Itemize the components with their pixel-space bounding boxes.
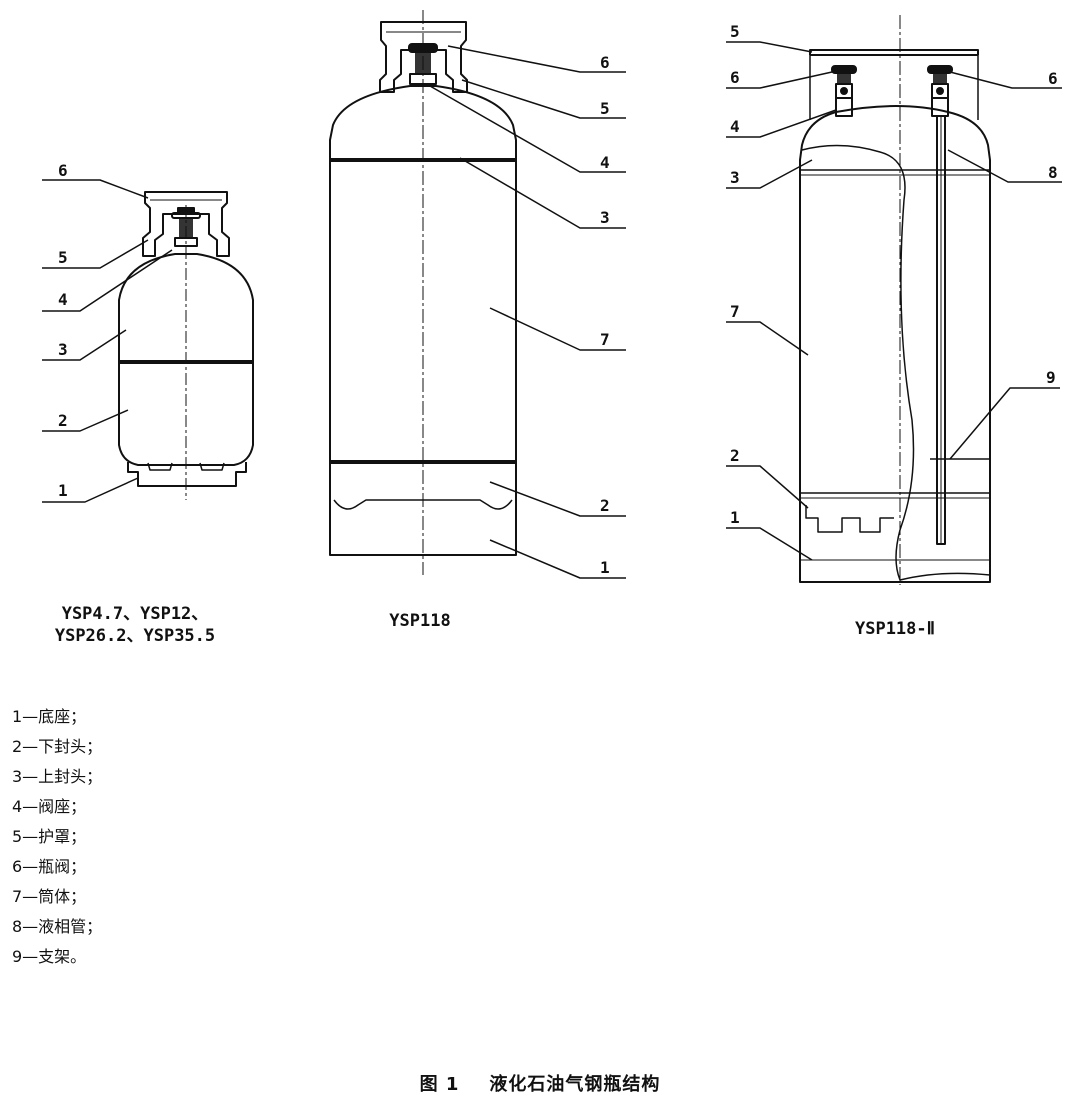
cylinder-small <box>42 179 254 503</box>
legend-item: 1—底座； <box>12 707 87 726</box>
model-caption-small: YSP4.7、YSP12、 YSP26.2、YSP35.5 <box>40 603 230 647</box>
figure-caption: 图 1 液化石油气钢瓶结构 <box>0 1070 1080 1096</box>
callout-c-4: 4 <box>730 117 740 136</box>
callout-a-1: 1 <box>58 481 68 500</box>
callout-b-7: 7 <box>600 330 610 349</box>
model-caption-ysp118: YSP118 <box>350 610 490 632</box>
callout-b-5: 5 <box>600 99 610 118</box>
cylinder-ysp118 <box>329 10 626 579</box>
callout-c-9: 9 <box>1046 368 1056 387</box>
cylinder-ysp118-ii <box>726 15 1062 585</box>
legend-item: 5—护罩； <box>12 827 87 846</box>
legend-item: 2—下封头； <box>12 737 103 756</box>
callout-c-8: 8 <box>1048 163 1058 182</box>
callout-b-4: 4 <box>600 153 610 172</box>
figure-title: 液化石油气钢瓶结构 <box>489 1074 661 1095</box>
callout-c-7: 7 <box>730 302 740 321</box>
callout-c-5: 5 <box>730 22 740 41</box>
legend-item: 3—上封头； <box>12 767 103 786</box>
model-caption-small-line-1: YSP4.7、YSP12、 <box>61 604 209 624</box>
callout-a-6: 6 <box>58 161 68 180</box>
callout-b-3: 3 <box>600 208 610 227</box>
callout-b-2: 2 <box>600 496 610 515</box>
callout-c-1: 1 <box>730 508 740 527</box>
callout-b-1: 1 <box>600 558 610 577</box>
legend-item: 6—瓶阀； <box>12 857 87 876</box>
callout-b-6: 6 <box>600 53 610 72</box>
parts-legend: 1—底座； 2—下封头； 3—上封头； 4—阀座； 5—护罩； 6—瓶阀； 7—… <box>12 706 102 976</box>
model-caption-small-line-2: YSP26.2、YSP35.5 <box>54 626 216 646</box>
model-caption-ysp118-ii-line-1: YSP118-Ⅱ <box>854 619 935 639</box>
callout-a-2: 2 <box>58 411 68 430</box>
legend-item: 9—支架。 <box>12 947 87 966</box>
model-caption-ysp118-ii: YSP118-Ⅱ <box>820 618 970 640</box>
model-caption-ysp118-line-1: YSP118 <box>389 611 451 631</box>
callout-a-4: 4 <box>58 290 68 309</box>
figure-number: 图 1 <box>419 1074 460 1095</box>
legend-item: 7—筒体； <box>12 887 87 906</box>
callout-c-3: 3 <box>730 168 740 187</box>
callout-c-6-right: 6 <box>1048 69 1058 88</box>
callout-a-5: 5 <box>58 248 68 267</box>
callout-c-2: 2 <box>730 446 740 465</box>
callout-c-6-left: 6 <box>730 68 740 87</box>
legend-item: 4—阀座； <box>12 797 87 816</box>
legend-item: 8—液相管； <box>12 917 103 936</box>
callout-a-3: 3 <box>58 340 68 359</box>
